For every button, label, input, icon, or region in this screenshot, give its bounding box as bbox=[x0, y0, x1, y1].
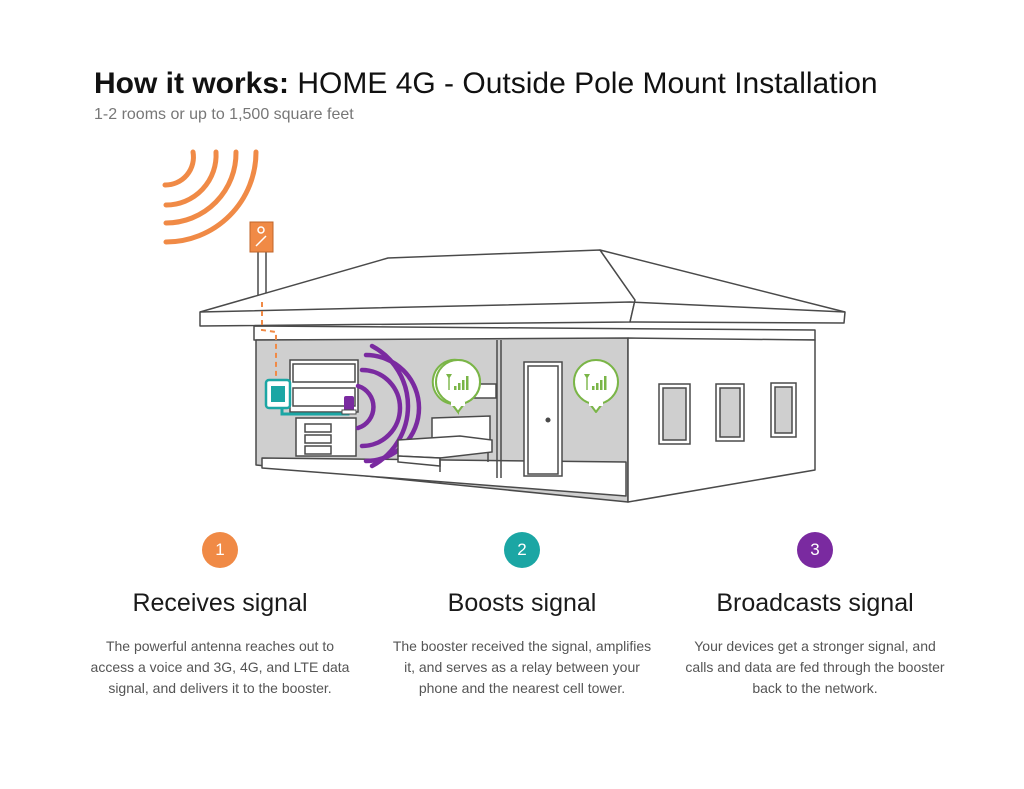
page-title: How it works: HOME 4G - Outside Pole Mou… bbox=[94, 66, 878, 102]
step-2-description: The booster received the signal, amplifi… bbox=[392, 638, 652, 696]
signal-pin-left bbox=[431, 358, 481, 415]
broadcast-wave-2 bbox=[359, 367, 403, 449]
signal-bars-icon bbox=[446, 374, 469, 390]
floor bbox=[261, 457, 627, 497]
step-3-description: Your devices get a stronger signal, and … bbox=[685, 638, 945, 696]
outdoor-wave-3 bbox=[163, 149, 239, 226]
roof bbox=[199, 249, 846, 341]
indoor-antenna bbox=[341, 396, 357, 415]
title-bold: How it works: bbox=[94, 67, 290, 100]
step-broadcasts: 3 Broadcasts signal Your devices get a s… bbox=[665, 532, 965, 699]
step-3-badge: 3 bbox=[797, 532, 833, 568]
antenna-body bbox=[249, 221, 274, 253]
broadcast-wave-1 bbox=[355, 383, 376, 431]
signal-pin-right bbox=[573, 359, 619, 413]
broadcast-wave-4 bbox=[369, 343, 411, 469]
signal-bars-icon bbox=[584, 374, 607, 390]
step-receives: 1 Receives signal The powerful antenna r… bbox=[70, 532, 370, 699]
step-1-title: Receives signal bbox=[132, 589, 308, 617]
dresser bbox=[295, 417, 357, 457]
outdoor-signal-waves bbox=[162, 149, 259, 245]
house-illustration bbox=[162, 149, 846, 503]
step-2-badge: 2 bbox=[504, 532, 540, 568]
outside-antenna bbox=[249, 221, 274, 303]
side-windows bbox=[658, 382, 797, 445]
step-boosts: 2 Boosts signal The booster received the… bbox=[372, 532, 672, 699]
page-subtitle: 1-2 rooms or up to 1,500 square feet bbox=[94, 106, 354, 123]
interior-window bbox=[289, 359, 359, 413]
outdoor-wave-1 bbox=[162, 149, 196, 188]
roof-right-face bbox=[599, 249, 846, 324]
indoor-broadcast-waves bbox=[355, 343, 422, 469]
antenna-cable bbox=[261, 302, 277, 382]
title-rest: HOME 4G - Outside Pole Mount Installatio… bbox=[297, 67, 878, 100]
step-1-description: The powerful antenna reaches out to acce… bbox=[90, 638, 350, 696]
step-3-title: Broadcasts signal bbox=[716, 589, 914, 617]
bed bbox=[397, 415, 493, 472]
outdoor-wave-2 bbox=[163, 149, 219, 208]
outdoor-wave-4 bbox=[163, 149, 259, 245]
interior-door bbox=[523, 361, 563, 477]
booster-unit bbox=[264, 378, 292, 410]
step-2-title: Boosts signal bbox=[447, 589, 597, 617]
step-1-badge: 1 bbox=[202, 532, 238, 568]
